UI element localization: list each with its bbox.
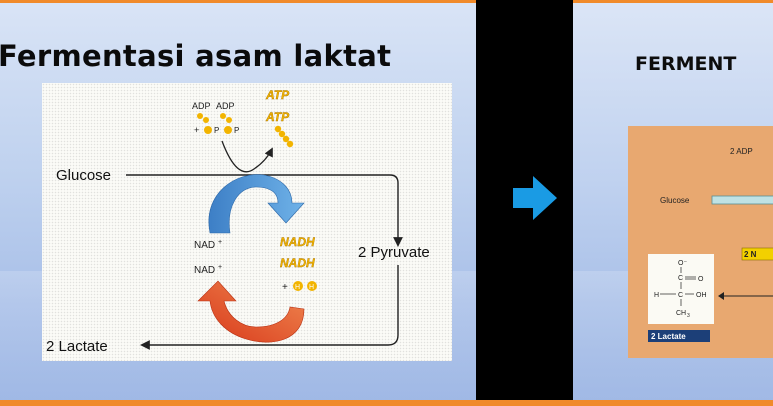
nad-charge: + (218, 264, 222, 271)
adp-label-right: ADP (216, 101, 235, 111)
nadh-tag-label: 2 N (744, 250, 757, 259)
slide-right: FERMENT 2 ADP Glucose 2 N O⁻ C O H C OH … (573, 0, 773, 406)
hydrogen-label: H (654, 292, 659, 299)
fermentation-diagram-2: 2 ADP Glucose 2 N O⁻ C O H C OH CH 3 (628, 126, 773, 358)
phosphate-dot (226, 117, 232, 123)
nad-label: NAD (194, 265, 215, 276)
phosphate-dot (203, 117, 209, 123)
hydroxyl-label: OH (696, 292, 707, 299)
nadh-tag (741, 247, 773, 261)
nad-charge: + (218, 239, 222, 246)
pyruvate-to-lactate-line (140, 265, 399, 350)
arrow-head (718, 292, 724, 300)
methyl-label: CH (676, 310, 686, 317)
slide-title: Fermentasi asam laktat (0, 39, 392, 73)
phosphate-dot (286, 140, 294, 148)
proton-label: H (295, 284, 300, 291)
plus-sign: + (282, 282, 288, 293)
phosphate-dot (220, 113, 226, 119)
lactate-label: 2 Lactate (46, 338, 108, 355)
proton-label: H (309, 284, 314, 291)
o-minus-label: O⁻ (678, 260, 687, 267)
fermentation-diagram: ADP ADP + P P ATP ATP Glucose (42, 83, 452, 361)
carbon-label: C (678, 275, 683, 282)
arrow-right-icon (513, 176, 557, 220)
atp-synthesis-arrow (221, 140, 273, 173)
slide-title: FERMENT (635, 53, 737, 75)
proton-dot (293, 281, 303, 291)
methyl-subscript: 3 (687, 313, 690, 319)
proton-dot (307, 281, 317, 291)
nadh-label: NADH (280, 235, 315, 249)
pyruvate-label: 2 Pyruvate (358, 244, 430, 261)
nad-reduction-arrow (208, 174, 305, 234)
lactate-label: 2 Lactate (651, 332, 686, 341)
fermentation-diagram-svg: ADP ADP + P P ATP ATP Glucose (46, 88, 430, 355)
lactate-tag (648, 330, 710, 342)
atp-label: ATP (265, 88, 290, 102)
phosphate-dot (224, 126, 232, 134)
adp-label-left: ADP (192, 101, 211, 111)
phosphate-dot (197, 113, 203, 119)
fermentation-diagram-2-svg: 2 ADP Glucose 2 N O⁻ C O H C OH CH 3 (648, 147, 773, 342)
plus-sign: + (194, 125, 199, 135)
nad-label: NAD (194, 240, 215, 251)
atp-label: ATP (265, 110, 290, 124)
adp-label: 2 ADP (730, 147, 753, 156)
phosphate-dot (274, 125, 282, 133)
slide-left: Fermentasi asam laktat ADP ADP + (0, 0, 476, 406)
nadh-oxidation-arrow (197, 280, 305, 343)
glucose-label: Glucose (660, 196, 690, 205)
phosphate-dot (278, 130, 286, 138)
glucose-bar (711, 195, 773, 205)
pi-label: P (214, 126, 219, 135)
phosphate-dot (204, 126, 212, 134)
nadh-label: NADH (280, 256, 315, 270)
glucose-to-pyruvate-line (126, 174, 403, 247)
bottom-border (0, 400, 773, 406)
phosphate-dot (282, 135, 290, 143)
carbon-label: C (678, 292, 683, 299)
oxygen-label: O (698, 276, 704, 283)
glucose-label: Glucose (56, 167, 111, 184)
pi-label: P (234, 126, 239, 135)
